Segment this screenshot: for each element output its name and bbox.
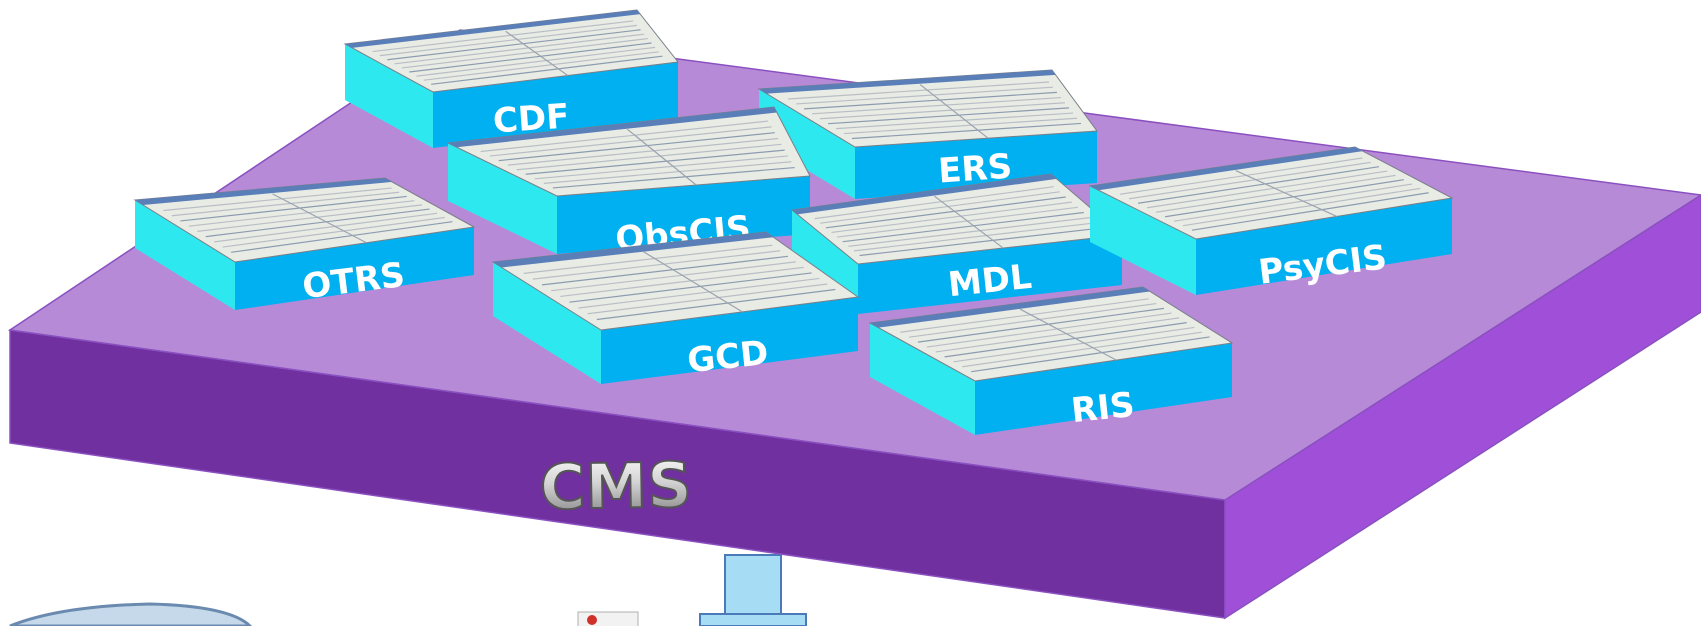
module-mdl-front-face xyxy=(858,235,1122,314)
module-cdf-side-face xyxy=(345,44,433,148)
module-gcd-screen-detail xyxy=(493,232,836,321)
module-psycis-front-face xyxy=(1196,198,1452,295)
module-gcd-side-face xyxy=(493,262,601,384)
module-ris-side-face xyxy=(870,323,975,435)
module-mdl-label: MDL xyxy=(946,257,1033,306)
module-gcd-label: GCD xyxy=(685,333,770,381)
module-cdf-front-face xyxy=(433,62,678,148)
module-psycis-side-face xyxy=(1090,186,1196,295)
module-cdf-screen-detail xyxy=(345,10,663,85)
module-cdf: CDF xyxy=(343,9,679,148)
module-otrs-front-face xyxy=(235,227,474,310)
module-ris-label: RIS xyxy=(1069,385,1136,431)
module-psycis-screen xyxy=(1088,146,1454,240)
platform-connector-pipe xyxy=(699,554,807,626)
module-ers: ERS xyxy=(757,69,1098,199)
module-otrs-side-face xyxy=(135,200,235,310)
partial-card-icon xyxy=(577,611,639,626)
module-gcd: GCD xyxy=(491,231,860,384)
module-ers-screen-detail xyxy=(759,70,1082,140)
module-otrs-screen-detail xyxy=(135,178,453,253)
module-mdl: MDL xyxy=(790,173,1124,314)
module-psycis-screen-detail xyxy=(1090,147,1429,231)
module-gcd-front-face xyxy=(601,297,858,384)
module-otrs: OTRS xyxy=(133,177,476,310)
module-ris-screen-detail xyxy=(870,287,1210,373)
module-obscis-side-face xyxy=(448,143,557,254)
module-psycis: PsyCIS xyxy=(1088,146,1454,295)
module-ris: RIS xyxy=(868,286,1234,435)
platform-label: CMS xyxy=(539,448,692,524)
module-mdl-screen-detail xyxy=(792,174,1102,257)
module-ris-front-face xyxy=(975,343,1232,435)
module-ers-side-face xyxy=(759,89,855,199)
partial-disc-shape xyxy=(9,602,253,626)
module-obscis-screen-detail xyxy=(448,107,795,189)
module-obscis: ObsCIS xyxy=(446,106,811,260)
